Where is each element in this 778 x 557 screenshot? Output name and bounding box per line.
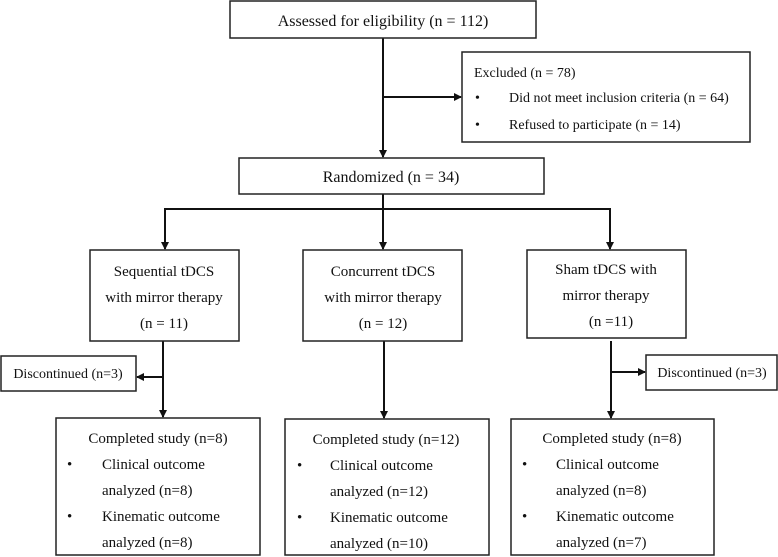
arm-box-sham: Sham tDCS with mirror therapy (n =11) xyxy=(526,249,687,339)
connectors xyxy=(136,38,646,419)
arm-label: mirror therapy xyxy=(562,288,650,304)
outcome-count: analyzed (n=8) xyxy=(102,535,193,551)
completed-label: Completed study (n=8) xyxy=(542,431,681,447)
outcome-count: analyzed (n=12) xyxy=(330,484,428,500)
discontinued-box-sequential: Discontinued (n=3) xyxy=(0,355,137,392)
arm-label: Sequential tDCS xyxy=(114,264,214,280)
outcome-label: Kinematic outcome xyxy=(102,509,220,525)
arm-count: (n =11) xyxy=(589,314,633,330)
outcome-label: Clinical outcome xyxy=(556,457,659,473)
bullet: • xyxy=(475,91,480,106)
excluded-title: Excluded (n = 78) xyxy=(474,66,576,81)
randomized-label: Randomized (n = 34) xyxy=(323,169,460,186)
bullet: • xyxy=(522,457,527,473)
arm-box-concurrent: Concurrent tDCS with mirror therapy (n =… xyxy=(302,249,463,342)
arm-label: with mirror therapy xyxy=(105,290,223,306)
randomized-box: Randomized (n = 34) xyxy=(238,157,545,195)
completed-label: Completed study (n=12) xyxy=(313,432,460,448)
bullet: • xyxy=(67,509,72,525)
assessed-label: Assessed for eligibility (n = 112) xyxy=(278,13,489,30)
outcome-label: Clinical outcome xyxy=(102,457,205,473)
discontinued-label: Discontinued (n=3) xyxy=(13,367,123,382)
excluded-reason: Did not meet inclusion criteria (n = 64) xyxy=(509,91,729,106)
completed-box-sham: Completed study (n=8) • Clinical outcome… xyxy=(510,418,715,556)
discontinued-box-sham: Discontinued (n=3) xyxy=(645,354,778,391)
completed-box-sequential: Completed study (n=8) • Clinical outcome… xyxy=(55,417,261,556)
outcome-label: Clinical outcome xyxy=(330,458,433,474)
outcome-count: analyzed (n=8) xyxy=(556,483,647,499)
arm-label: with mirror therapy xyxy=(324,290,442,306)
bullet: • xyxy=(475,118,480,133)
arm-count: (n = 11) xyxy=(140,316,188,332)
excluded-box: Excluded (n = 78) • Did not meet inclusi… xyxy=(461,51,751,143)
bullet: • xyxy=(67,457,72,473)
completed-box-concurrent: Completed study (n=12) • Clinical outcom… xyxy=(284,418,490,556)
bullet: • xyxy=(522,509,527,525)
outcome-label: Kinematic outcome xyxy=(556,509,674,525)
bullet: • xyxy=(297,458,302,474)
discontinued-label: Discontinued (n=3) xyxy=(657,366,767,381)
completed-label: Completed study (n=8) xyxy=(88,431,227,447)
arm-label: Concurrent tDCS xyxy=(331,264,436,280)
outcome-count: analyzed (n=8) xyxy=(102,483,193,499)
arm-count: (n = 12) xyxy=(359,316,407,332)
outcome-label: Kinematic outcome xyxy=(330,510,448,526)
bullet: • xyxy=(297,510,302,526)
arm-label: Sham tDCS with xyxy=(555,262,657,278)
assessed-box: Assessed for eligibility (n = 112) xyxy=(229,0,537,39)
excluded-reason: Refused to participate (n = 14) xyxy=(509,118,681,133)
outcome-count: analyzed (n=7) xyxy=(556,535,647,551)
outcome-count: analyzed (n=10) xyxy=(330,536,428,552)
arm-box-sequential: Sequential tDCS with mirror therapy (n =… xyxy=(89,249,240,342)
